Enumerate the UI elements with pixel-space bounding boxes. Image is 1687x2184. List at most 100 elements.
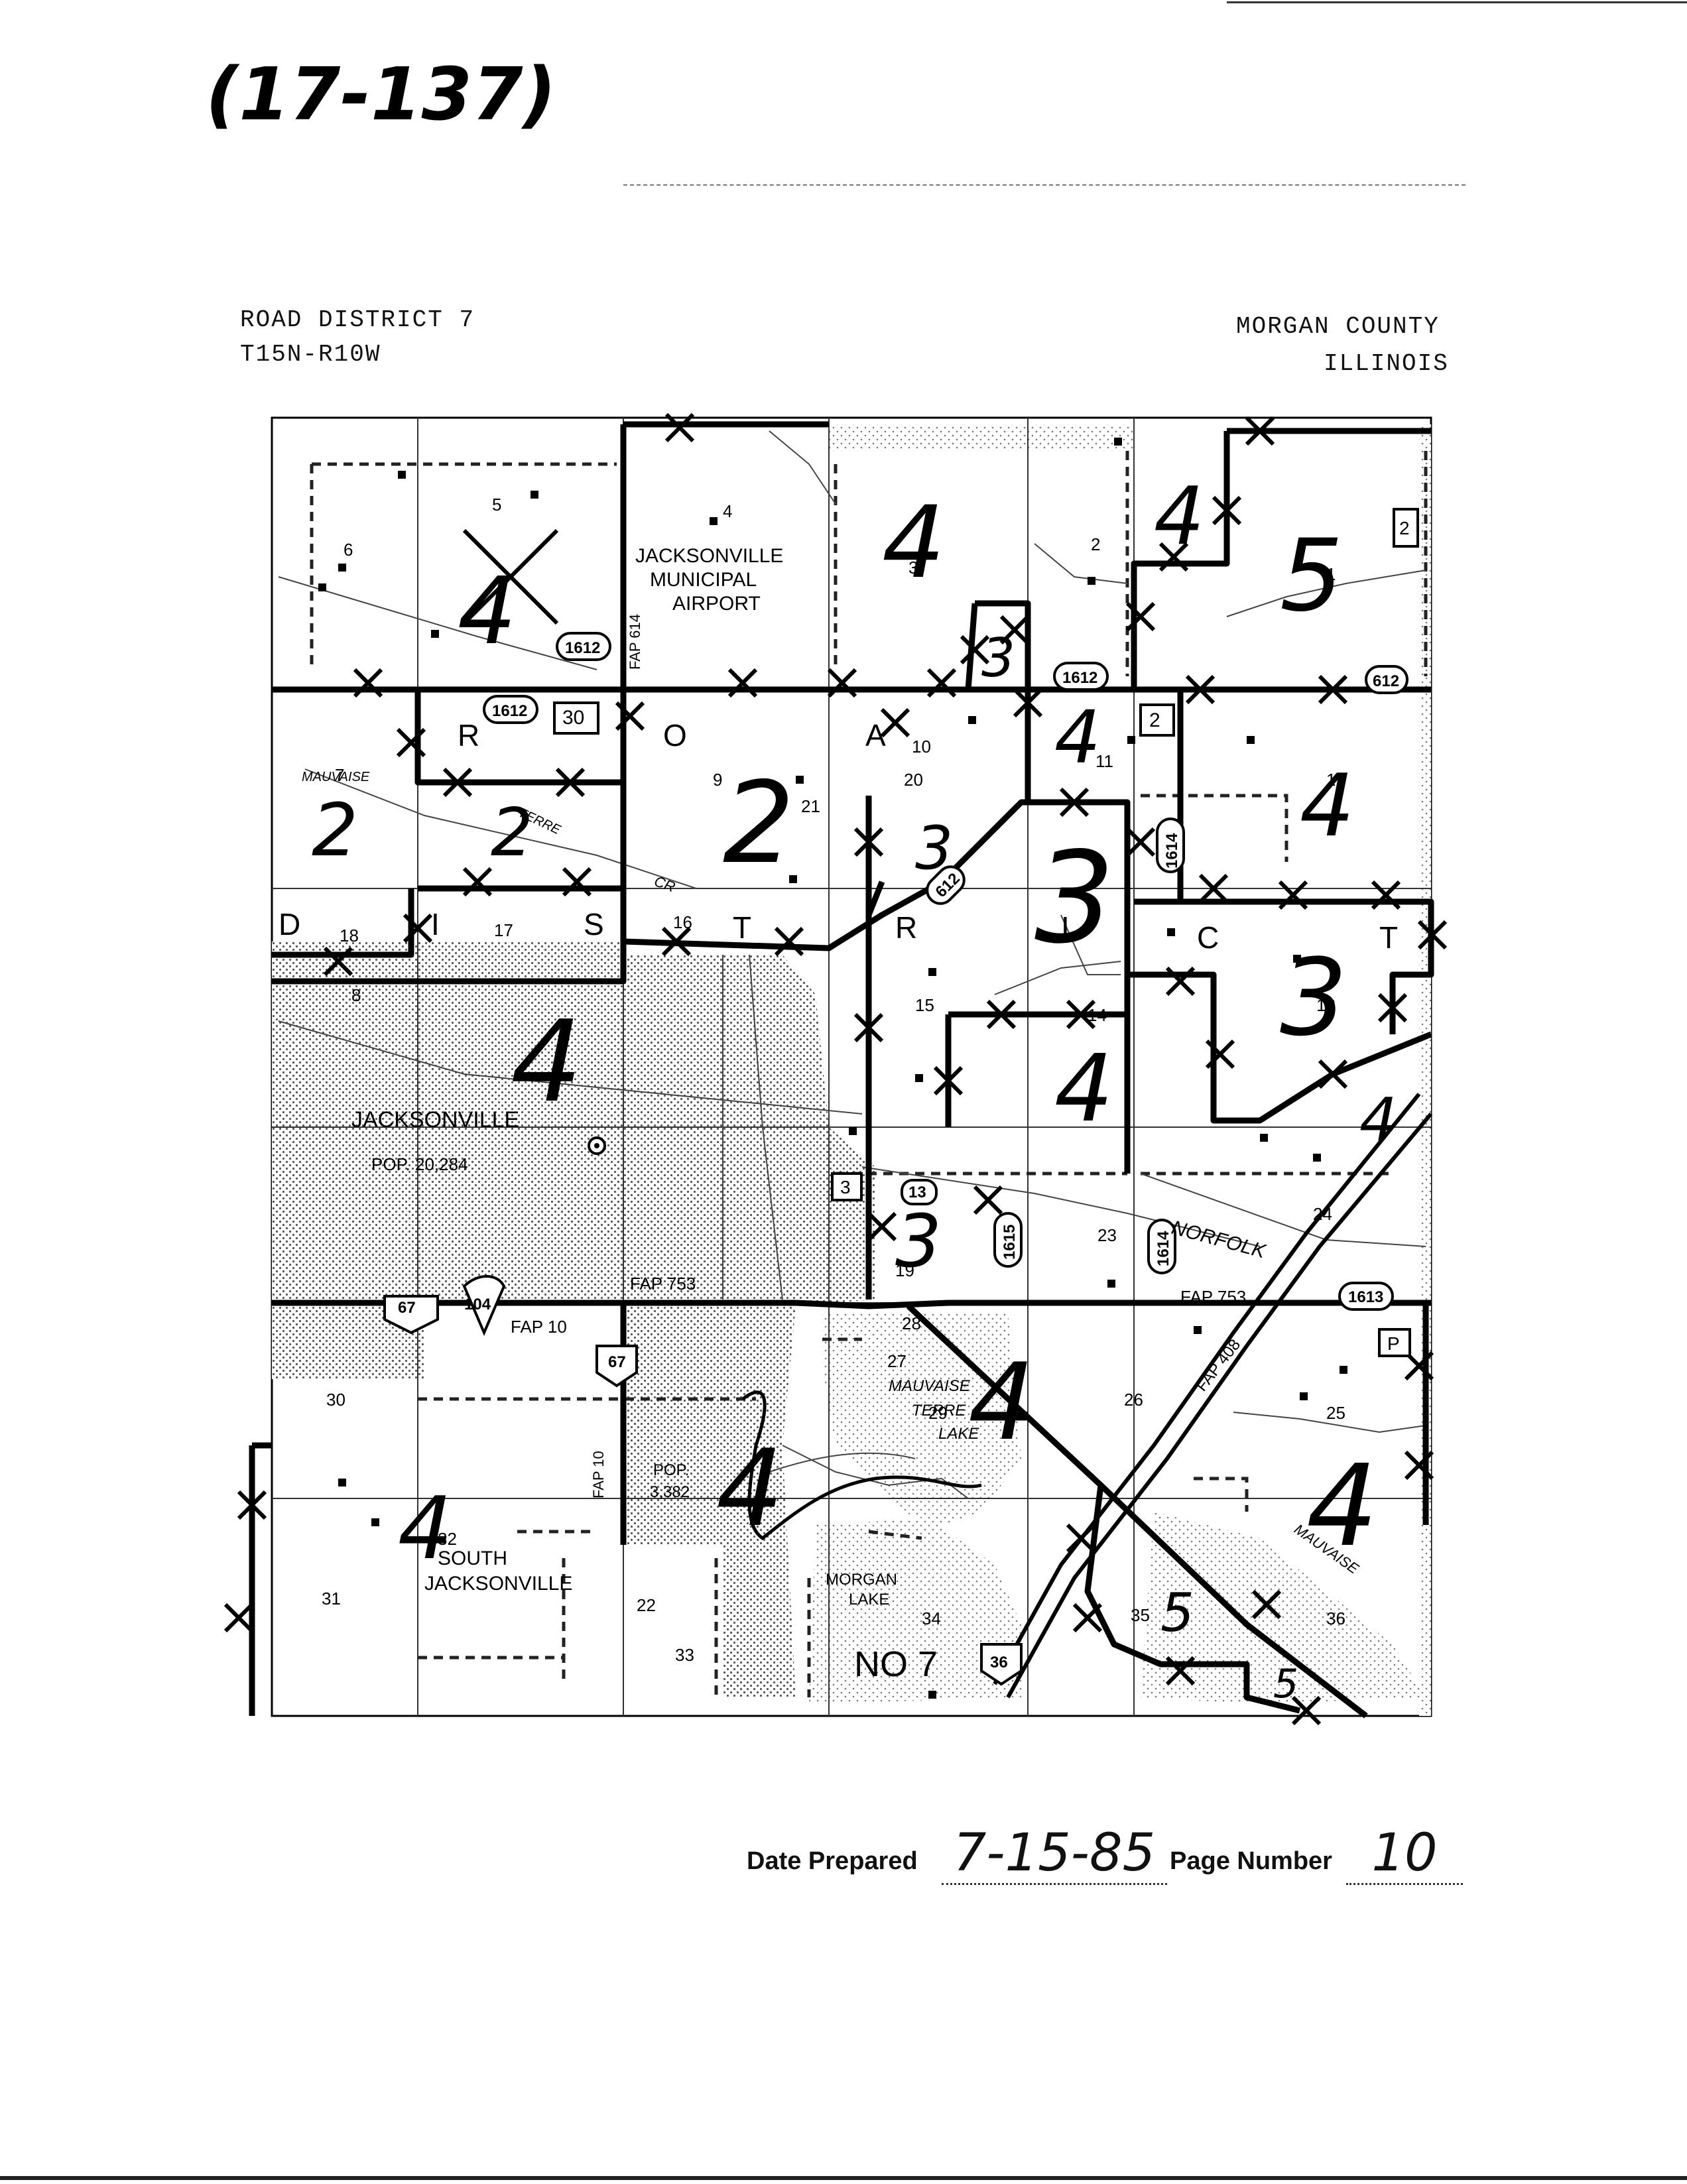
bottom-edge [0, 2176, 1687, 2180]
section-number: 26 [1124, 1390, 1143, 1410]
airport-stipple [385, 941, 623, 981]
hand-class: 3 [981, 627, 1015, 689]
road-district-title: ROAD DISTRICT 7 [240, 306, 475, 334]
hand-class: 4 [1306, 1441, 1378, 1572]
route-label: FAP 753 [630, 1274, 696, 1294]
lake-label: MAUVAISE [889, 1377, 971, 1395]
hand-class: 2 [312, 788, 358, 873]
airport-label: JACKSONVILLE [635, 545, 783, 567]
section-number: 35 [1131, 1605, 1150, 1625]
city-label: JACKSONVILLE [351, 1107, 519, 1132]
route-label: 1613 [1348, 1288, 1383, 1306]
hand-class: 4 [1300, 755, 1355, 856]
district-letter: T [1379, 920, 1398, 955]
lake-label: MORGAN [826, 1571, 897, 1589]
section-number: 24 [1313, 1204, 1332, 1224]
south-city-population: 3,382 [650, 1483, 690, 1501]
route-label: 67 [608, 1353, 626, 1371]
district-letter: R [458, 718, 479, 753]
section-number: 14 [1088, 1005, 1107, 1025]
section-number: 32 [438, 1529, 457, 1549]
hand-class: 3 [1034, 825, 1115, 971]
hand-class: 4 [398, 1478, 453, 1579]
route-label: 1615 [1001, 1225, 1019, 1260]
route-label: 30 [562, 707, 584, 729]
district-letter: R [895, 910, 917, 945]
route-label: 104 [464, 1296, 491, 1313]
hand-class: 4 [968, 1340, 1036, 1464]
route-label: 3 [840, 1177, 851, 1197]
lake-label: LAKE [938, 1425, 979, 1443]
thin-features [278, 430, 1426, 1499]
date-prepared-label: Date Prepared [747, 1847, 918, 1875]
section-number: 1 [1326, 564, 1336, 584]
route-label: FAP 10 [511, 1317, 567, 1337]
se-stipple-area [1141, 1512, 1426, 1704]
section-number: 10 [912, 737, 931, 757]
route-label: 2 [1399, 518, 1410, 538]
morgan-lake-area [809, 1518, 1021, 1704]
section-number: 9 [713, 770, 722, 790]
route-label: 1612 [565, 639, 600, 657]
lake-label: LAKE [849, 1591, 889, 1608]
dashed-roads [310, 451, 1428, 1697]
route-label: FAP 10 [590, 1451, 607, 1498]
section-number: 16 [673, 912, 692, 932]
route-label: 1612 [1062, 669, 1097, 687]
hand-class: 4 [716, 1426, 784, 1550]
lake-label: TERRE [912, 1402, 966, 1420]
section-number: 34 [922, 1608, 941, 1628]
district-letter: D [279, 907, 300, 941]
section-number: 19 [895, 1260, 914, 1280]
south-city-population: POP. [653, 1461, 689, 1479]
state-name: ILLINOIS [1324, 350, 1449, 377]
township-range: T15N-R10W [240, 341, 381, 368]
district-letter: C [1197, 920, 1219, 955]
route-label: P [1387, 1333, 1400, 1354]
section-number: 15 [915, 995, 934, 1015]
route-label: FAP 614 [627, 614, 643, 670]
district-letter: S [584, 907, 604, 941]
x-marks [223, 412, 1448, 1726]
jacksonville-urban-area [272, 941, 875, 1697]
district-number-label: NO 7 [854, 1644, 938, 1684]
creek-label: MAUVAISE [302, 770, 370, 784]
section-number: 18 [340, 926, 359, 945]
expressway-fap408 [993, 1093, 1433, 1699]
section-number: 8 [351, 985, 361, 1005]
city-population: POP. 20,284 [371, 1154, 468, 1174]
section-number: 25 [1326, 1403, 1345, 1423]
route-shields [383, 508, 1419, 1686]
section-number: 6 [344, 540, 353, 560]
district-letter: I [431, 907, 440, 941]
section-number: 31 [322, 1589, 341, 1608]
section-number: 3 [908, 558, 918, 577]
district-letter: A [865, 718, 886, 753]
route-label: 36 [990, 1654, 1008, 1671]
route-label: 1614 [1163, 833, 1181, 869]
section-number: 2 [1091, 534, 1100, 554]
section-number: 12 [1326, 770, 1345, 790]
heavy-boundaries [249, 421, 1434, 1719]
page-number-value: 10 [1346, 1823, 1463, 1885]
section-number: 17 [494, 920, 513, 940]
section-number: 21 [801, 796, 820, 816]
page-number-label: Page Number [1170, 1847, 1332, 1875]
district-letter: O [663, 718, 687, 753]
section-number: 28 [902, 1313, 921, 1333]
route-label: 1614 [1155, 1231, 1172, 1266]
section-number: 7 [335, 765, 344, 785]
airport-label: AIRPORT [672, 593, 761, 615]
district-letter: T [733, 910, 751, 945]
route-label: 67 [398, 1299, 416, 1317]
route-label: 612 [1373, 672, 1399, 690]
hand-class: 2 [491, 794, 533, 871]
hand-class: 4 [458, 558, 517, 666]
top-stipple [829, 424, 1134, 451]
hand-class: 4 [882, 485, 945, 601]
date-prepared-value: 7-15-85 [942, 1823, 1167, 1885]
hand-class: 4 [511, 997, 582, 1128]
county-name: MORGAN COUNTY [1236, 313, 1440, 340]
file-reference: (17-137) [206, 52, 556, 137]
